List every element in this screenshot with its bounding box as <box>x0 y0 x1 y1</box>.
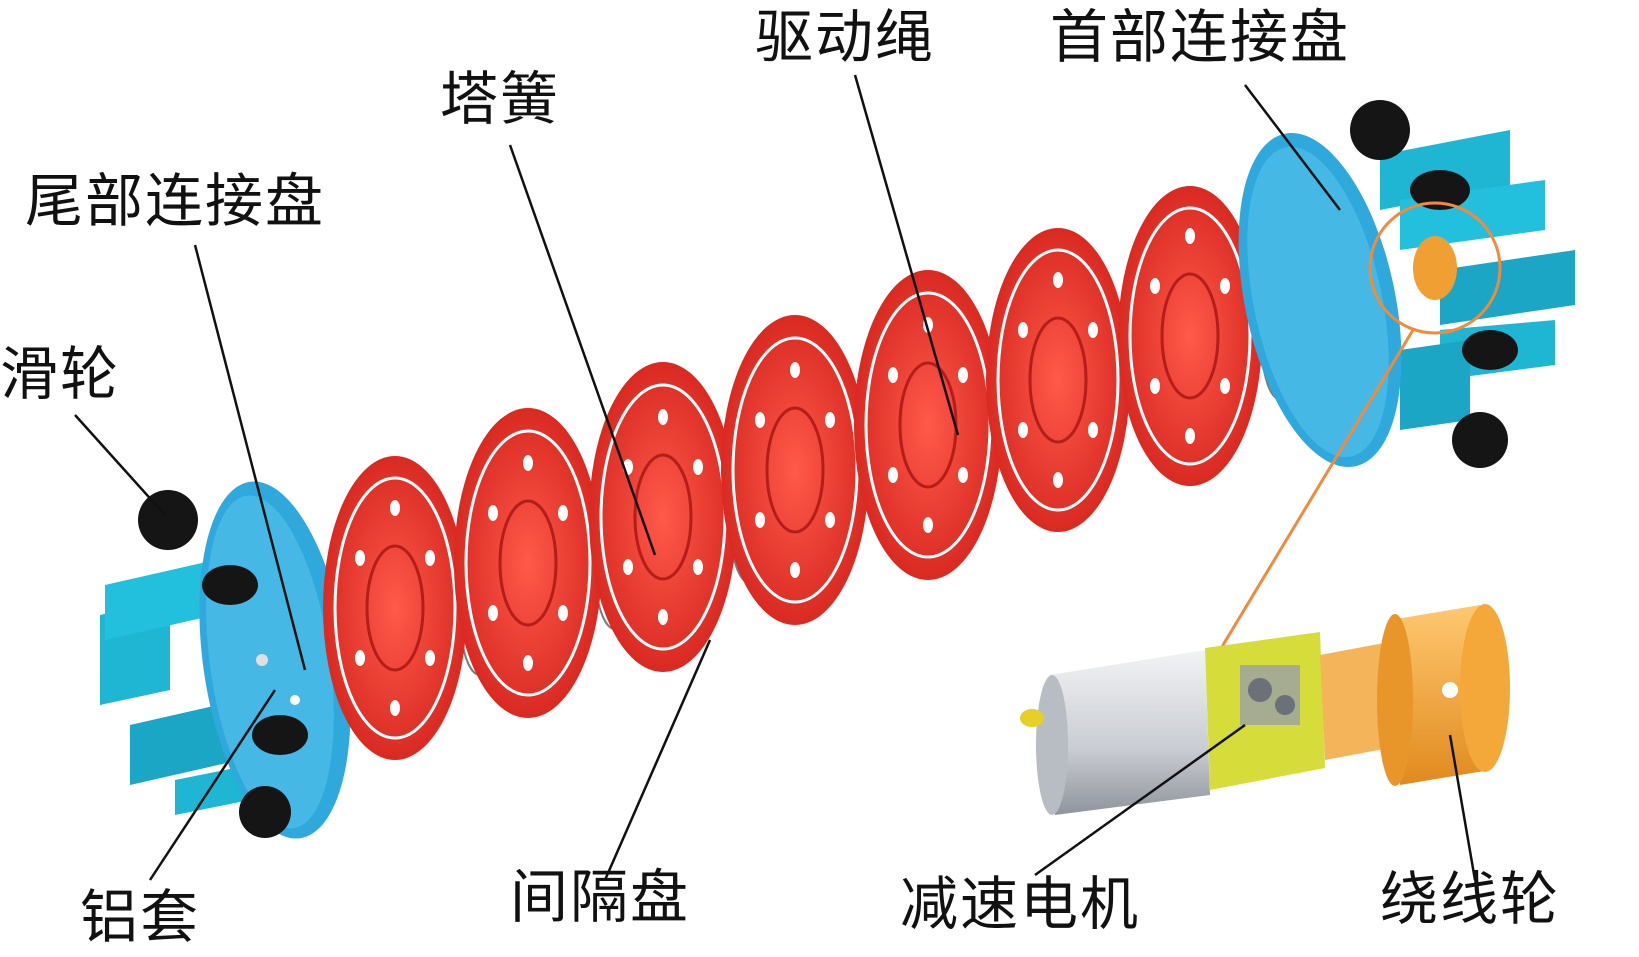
leader-gear-motor <box>1034 723 1246 877</box>
leader-tail-disk <box>193 244 307 671</box>
spacer-disk <box>1118 186 1262 486</box>
label-gear-motor: 减速电机 <box>900 870 1141 938</box>
leader-tower-spring <box>508 144 657 556</box>
leader-winding-wheel <box>1448 734 1477 881</box>
spacer-disk <box>854 270 1002 580</box>
leader-lines <box>74 74 1477 881</box>
detail-callout-line <box>1218 329 1415 651</box>
detail-highlight-circle <box>1368 201 1502 335</box>
label-winding-wheel: 绕线轮 <box>1380 865 1561 933</box>
winding-wheel-inside <box>1413 236 1457 300</box>
spacer-disk <box>589 362 737 672</box>
label-aluminum-sleeve: 铝套 <box>80 883 201 951</box>
pulley-wheel <box>1350 100 1410 160</box>
leader-head-disk <box>1244 84 1341 211</box>
spacer-disk <box>986 228 1130 532</box>
leader-drive-rope <box>853 74 960 436</box>
spacer-disk <box>323 456 467 760</box>
winding-wheel <box>1320 604 1510 786</box>
label-spacer-disk: 间隔盘 <box>510 863 691 931</box>
spacer-disk <box>454 408 602 718</box>
label-head-connecting-plate: 首部连接盘 <box>1050 3 1351 71</box>
leader-pulley <box>74 414 166 516</box>
leader-aluminum-sleeve <box>148 689 277 881</box>
gear-motor <box>1020 632 1325 815</box>
label-tail-connecting-plate: 尾部连接盘 <box>25 167 326 235</box>
head-connecting-plate <box>1238 100 1575 468</box>
spacer-disk-group <box>323 186 1262 760</box>
leader-spacer-disk <box>603 639 712 881</box>
pulley-wheel <box>138 490 198 550</box>
label-tower-spring: 塔簧 <box>440 65 561 133</box>
label-drive-rope: 驱动绳 <box>755 3 936 71</box>
spacer-disk <box>721 315 869 625</box>
label-pulley: 滑轮 <box>0 340 121 408</box>
